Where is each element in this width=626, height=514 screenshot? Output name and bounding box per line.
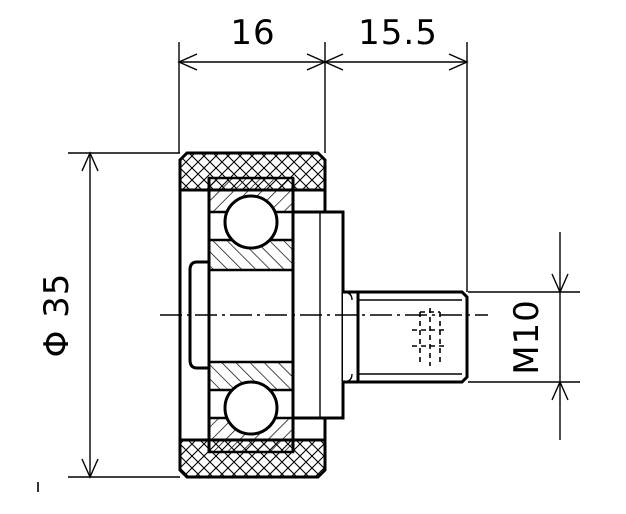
dimension-label-m10: M10 bbox=[507, 299, 547, 375]
hidden-socket bbox=[412, 308, 448, 366]
dimension-label-16: 16 bbox=[230, 13, 275, 53]
bearing-ball-bottom bbox=[223, 380, 279, 436]
dimension-diameter-35: Φ 35 bbox=[37, 151, 180, 479]
bearing-ball-top bbox=[223, 194, 279, 250]
dimension-thread-m10: M10 bbox=[468, 232, 580, 440]
dimension-shaft-15-5: 15.5 bbox=[323, 13, 469, 292]
threaded-shaft bbox=[342, 290, 469, 384]
dimension-label-phi-35: Φ 35 bbox=[37, 273, 77, 358]
dimension-label-15-5: 15.5 bbox=[358, 13, 438, 53]
dimension-width-16: 16 bbox=[177, 13, 327, 153]
